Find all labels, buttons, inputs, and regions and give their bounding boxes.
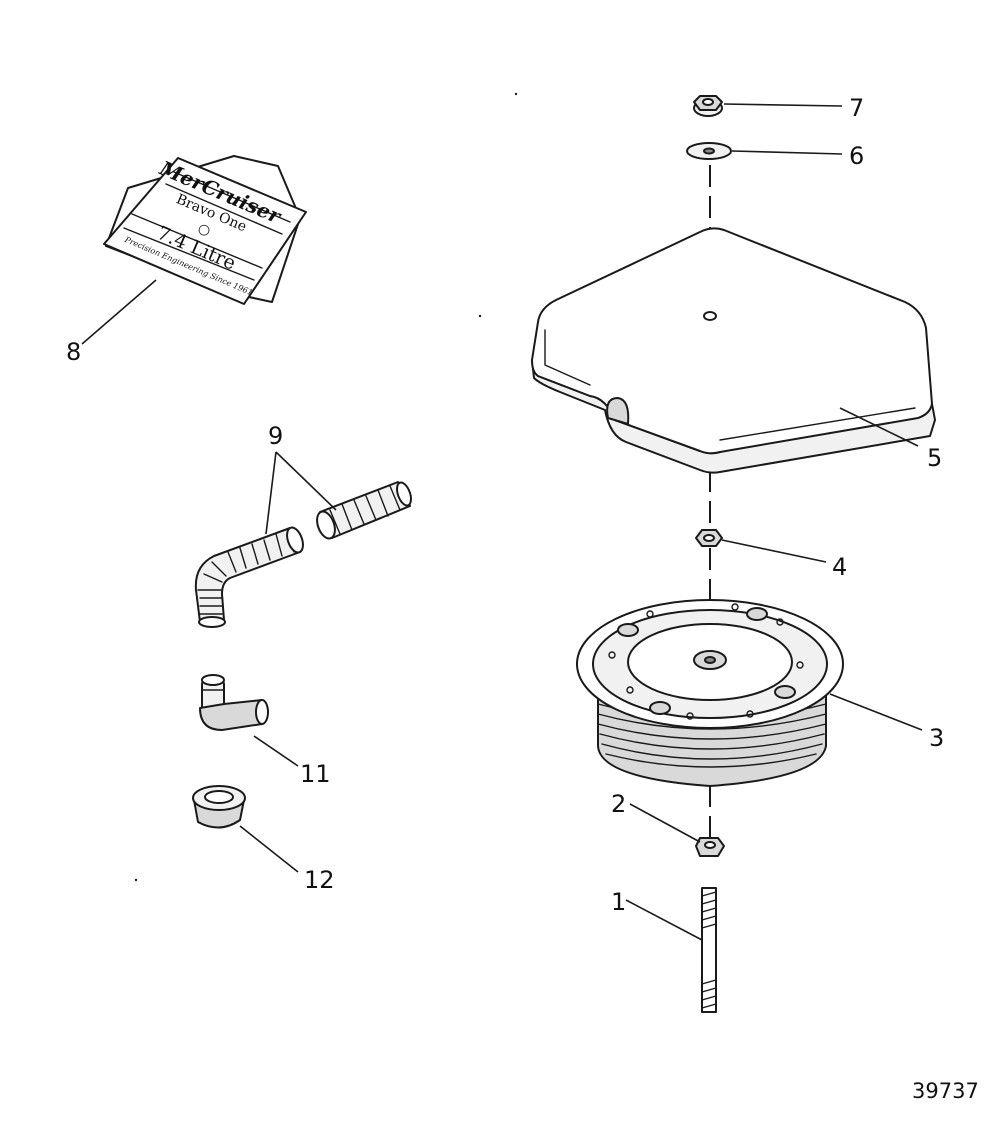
callout-8: 8	[66, 338, 81, 366]
part-9-hose-elbow	[194, 526, 304, 628]
leader-6	[731, 150, 843, 155]
part-8-decal: MerCruiser Bravo One ○ 7.4 Litre Precisi…	[103, 155, 307, 305]
part-5-cover	[531, 227, 936, 474]
part-9-hose-straight	[316, 481, 412, 540]
callout-1: 1	[611, 888, 626, 916]
leader-3	[829, 693, 923, 731]
leader-5	[839, 407, 919, 447]
part-2-nut	[695, 837, 725, 857]
callout-11: 11	[300, 760, 331, 788]
part-12-plug	[192, 785, 246, 829]
part-3-flame-arrestor	[576, 599, 844, 787]
leader-12	[239, 825, 299, 873]
part-6-washer	[686, 142, 732, 160]
leader-9a	[265, 451, 277, 535]
leader-2	[629, 803, 701, 843]
leader-8	[81, 279, 157, 345]
part-1-stud	[701, 887, 717, 1013]
callout-4: 4	[832, 553, 847, 581]
decal-circle-mark: ○	[195, 220, 212, 240]
part-7-nut	[693, 95, 723, 117]
speck	[514, 92, 518, 96]
callout-5: 5	[927, 444, 942, 472]
callout-6: 6	[849, 142, 864, 170]
part-11-elbow-fitting	[199, 674, 269, 731]
callout-2: 2	[611, 790, 626, 818]
leader-7	[723, 103, 843, 107]
speck	[478, 314, 482, 318]
callout-3: 3	[929, 724, 944, 752]
leader-9b	[275, 451, 337, 511]
leader-4	[721, 539, 827, 563]
callout-12: 12	[304, 866, 335, 894]
leader-11	[253, 735, 299, 767]
callout-7: 7	[849, 94, 864, 122]
figure-number: 39737	[912, 1079, 979, 1103]
leader-1	[625, 899, 703, 941]
speck	[134, 878, 138, 882]
part-4-nut	[695, 529, 723, 547]
callout-9: 9	[268, 422, 283, 450]
